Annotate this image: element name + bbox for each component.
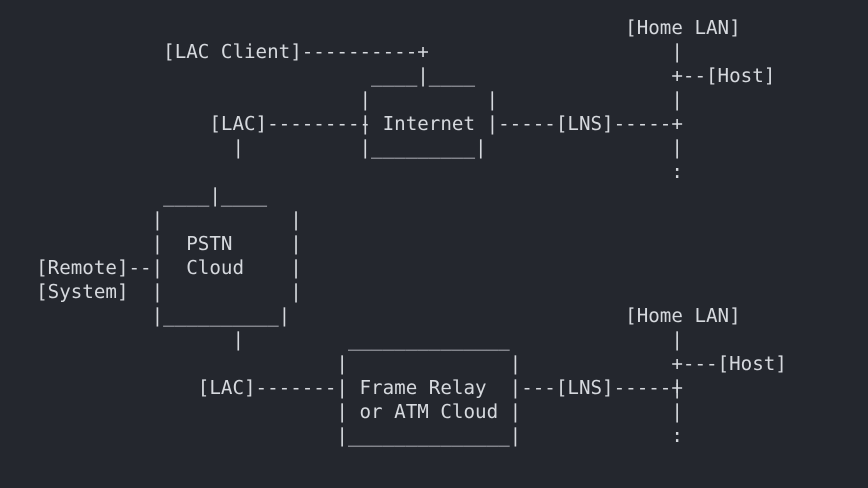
- frame-right-wall-1: |: [509, 352, 522, 375]
- internet-top-border: ____|____: [371, 64, 476, 87]
- lns-top-link-right: -----+: [613, 112, 683, 135]
- frame-line-1: | Frame Relay |: [336, 376, 522, 399]
- lns-top-label: [LNS]: [555, 112, 614, 135]
- system-label: [System]: [36, 280, 129, 303]
- pstn-right-wall-2: |: [290, 280, 302, 303]
- home-lan-top-label: [Home LAN]: [625, 16, 741, 39]
- lac-top-label: [LAC]: [209, 112, 268, 135]
- pstn-top-border: ____|____: [163, 184, 268, 207]
- pstn-bottom: |__________|: [151, 304, 291, 327]
- internet-row: | Internet |: [359, 112, 499, 135]
- lac-client-label: [LAC Client]: [163, 40, 302, 63]
- home-lan-top-stem-3: |: [671, 136, 683, 159]
- home-lan-bottom-ellipsis: :: [671, 424, 683, 447]
- lac-client-link: ----------+: [301, 40, 429, 63]
- lac-top-stem: |: [232, 136, 244, 159]
- home-lan-top-stem: |: [671, 40, 683, 63]
- pstn-stem: |: [232, 328, 244, 351]
- pstn-line-1: | PSTN |: [151, 232, 302, 255]
- frame-line-2: | or ATM Cloud |: [336, 400, 522, 423]
- lac-bottom-label: [LAC]: [197, 376, 256, 399]
- lns-bottom-link-right: -----+: [613, 376, 683, 399]
- lac-top-link: ---------: [267, 112, 372, 135]
- frame-top-border: ______________: [347, 328, 510, 351]
- lac-bottom-link: -------: [255, 376, 337, 399]
- home-lan-top-stem-2: |: [671, 88, 683, 111]
- internet-right-wall-1: |: [486, 88, 499, 111]
- frame-left-wall-1: |: [336, 352, 348, 375]
- lns-top-link-left: -----: [498, 112, 556, 135]
- lns-bottom-label: [LNS]: [555, 376, 614, 399]
- pstn-left-wall-1: |: [151, 208, 164, 231]
- home-lan-bottom-label: [Home LAN]: [625, 304, 741, 327]
- pstn-left-wall-2: |: [151, 280, 164, 303]
- home-lan-top-ellipsis: :: [671, 160, 683, 183]
- host-top-branch: +--[Host]: [671, 64, 776, 87]
- home-lan-bottom-stem-2: |: [671, 376, 683, 399]
- internet-bottom: |_________|: [359, 136, 487, 159]
- internet-left-wall-1: |: [359, 88, 372, 111]
- remote-label: [Remote]--: [36, 256, 152, 279]
- pstn-line-2: | Cloud |: [151, 256, 302, 279]
- host-bottom-branch: +---[Host]: [671, 352, 787, 375]
- lns-bottom-link-left: ---: [521, 376, 556, 399]
- frame-bottom: |______________|: [336, 424, 522, 447]
- home-lan-bottom-stem: |: [671, 328, 683, 351]
- pstn-right-wall-1: |: [290, 208, 302, 231]
- home-lan-bottom-stem-3: |: [671, 400, 683, 423]
